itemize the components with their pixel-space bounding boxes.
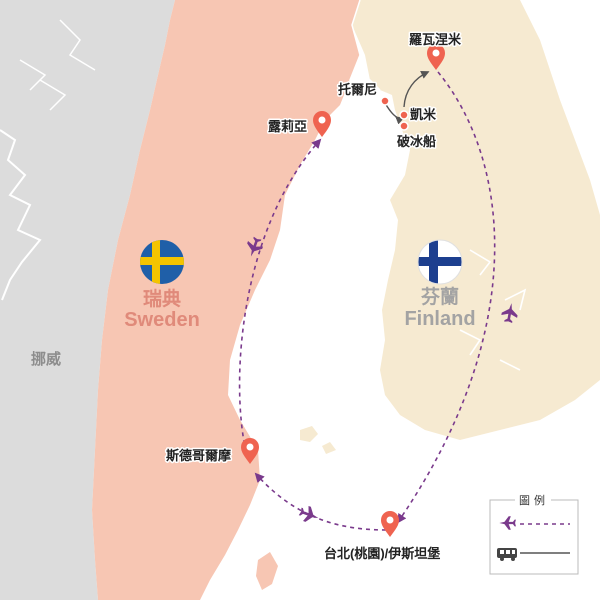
flight-route-rovaniemi-to-origin (396, 71, 496, 524)
label-icebreaker: 破冰船 (397, 134, 436, 149)
bus-route-kemi-to-rovaniemi (403, 71, 430, 108)
label-tornio: 托爾尼 (338, 82, 377, 97)
finland-lakes (459, 249, 527, 371)
border-sweden-finland (348, 0, 381, 91)
sweden-region (92, 0, 360, 600)
finland-region (352, 0, 600, 440)
gotland (256, 552, 278, 590)
sweden-name-zh: 瑞典 (143, 287, 181, 310)
label-rovaniemi: 羅瓦涅米 (409, 32, 462, 47)
legend-title: 圖例 (519, 493, 549, 507)
icebreaker-dot (399, 121, 409, 131)
tornio-dot (380, 96, 390, 106)
norway-name-zh: 挪威 (31, 350, 61, 368)
flight-route-stockholm-to-lulea (238, 138, 322, 453)
legend: 圖例 (489, 493, 579, 575)
finland-flag-icon (417, 239, 463, 285)
aland-islands (300, 426, 336, 454)
norway-fjords (19, 19, 96, 111)
norway-region (0, 0, 175, 600)
bus-icon (497, 548, 517, 561)
norway-coast (0, 129, 42, 301)
sweden-name-en: Sweden (124, 309, 200, 331)
finland-name-en: Finland (404, 308, 475, 330)
sweden-flag-icon (140, 240, 184, 284)
finland-name-zh: 芬蘭 (420, 285, 459, 308)
label-stockholm: 斯德哥爾摩 (166, 448, 232, 463)
kemi-dot (399, 110, 409, 120)
label-lulea: 露莉亞 (268, 119, 307, 134)
label-origin: 台北(桃園)/伊斯坦堡 (324, 546, 440, 561)
label-kemi: 凱米 (410, 107, 437, 122)
